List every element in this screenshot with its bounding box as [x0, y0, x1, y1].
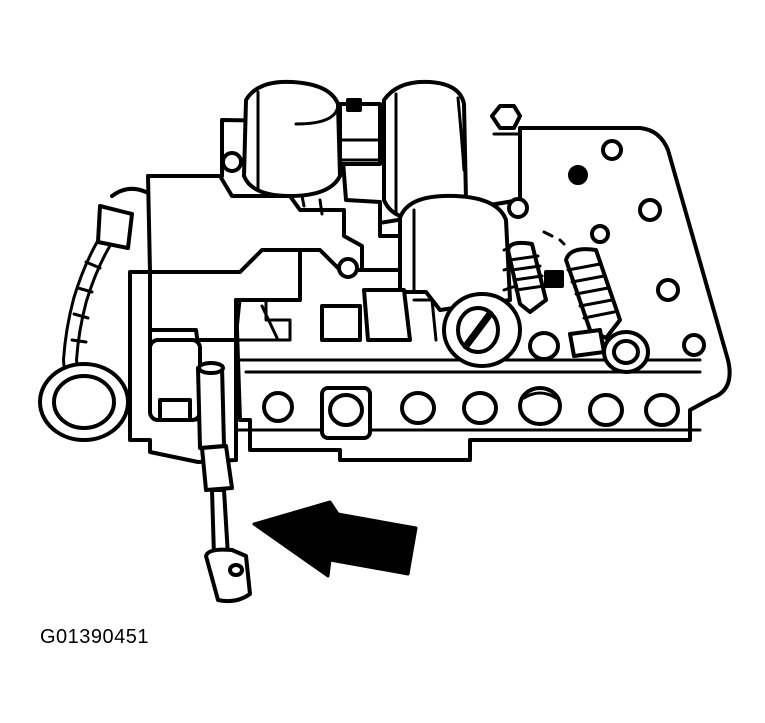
hex-nut — [490, 104, 522, 136]
wiring-harness — [38, 186, 148, 442]
solenoid-center — [398, 193, 522, 368]
solenoid-left — [242, 79, 342, 198]
interior-webbing — [234, 288, 438, 342]
socket-tool — [196, 361, 252, 604]
valve-pocket — [542, 230, 606, 358]
connector-plug — [148, 338, 202, 422]
front-bore-row — [262, 386, 680, 440]
spring-spool-left — [506, 240, 560, 361]
pointer-arrow — [252, 500, 418, 578]
figure-code: G01390451 — [40, 626, 150, 648]
center-post — [338, 98, 382, 166]
